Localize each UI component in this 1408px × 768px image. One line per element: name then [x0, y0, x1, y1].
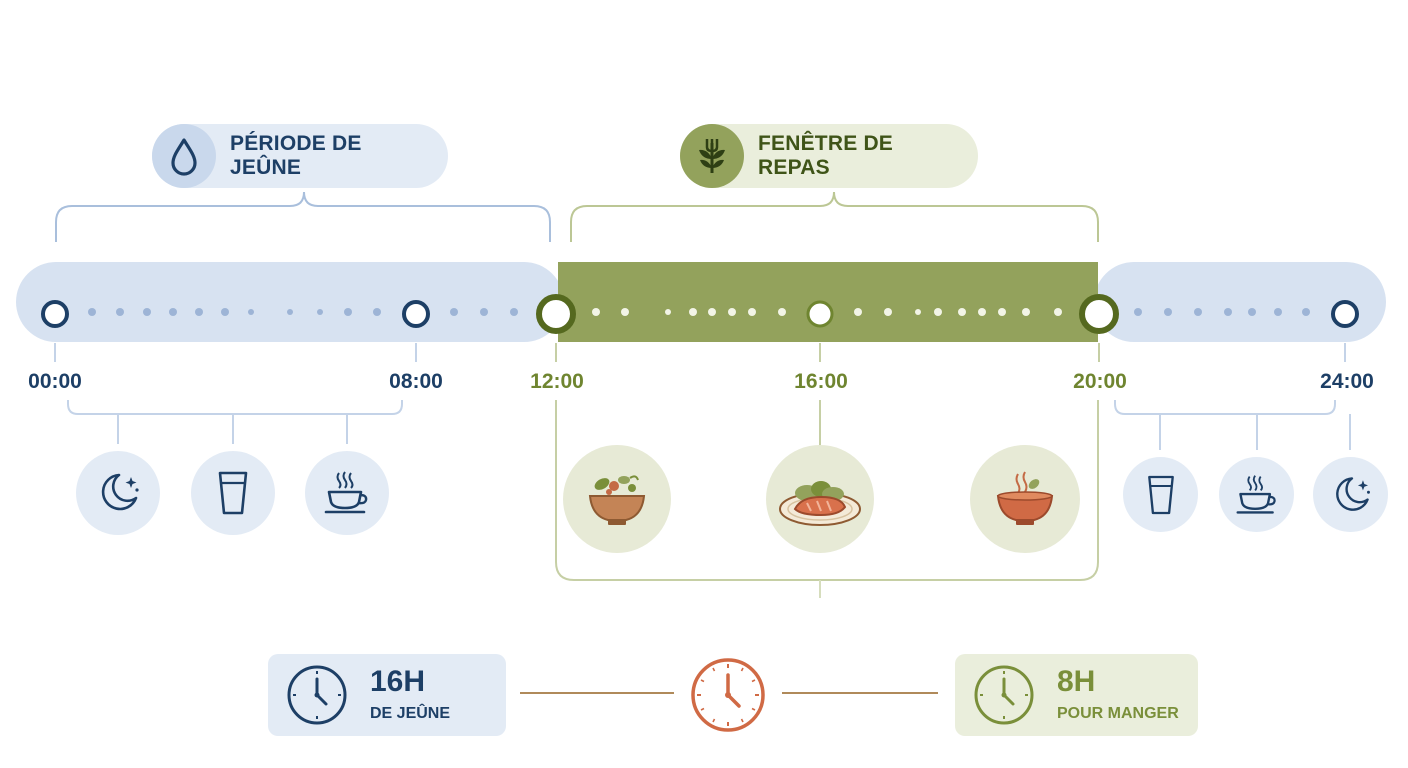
clock-icon — [691, 658, 765, 732]
fasting-summary-card: 16H DE JEÛNE — [268, 654, 506, 736]
node-2400 — [1331, 300, 1359, 328]
eating-summary-card: 8H POUR MANGER — [955, 654, 1198, 736]
clock-icon — [974, 665, 1034, 725]
water-glass-icon — [191, 451, 275, 535]
time-label-2000: 20:00 — [1073, 370, 1127, 393]
fasting-dots-3 — [1134, 308, 1310, 316]
fasting-bar-left — [16, 262, 564, 342]
eating-caption: POUR MANGER — [1057, 705, 1179, 722]
node-1200 — [536, 294, 576, 334]
time-label-1200: 12:00 — [530, 370, 584, 393]
eating-bracket — [570, 191, 1099, 242]
evening-bracket — [1114, 400, 1336, 415]
clock-icon — [287, 665, 347, 725]
water-drop-icon — [152, 124, 216, 188]
moon-stars-icon — [76, 451, 160, 535]
time-label-0800: 08:00 — [389, 370, 443, 393]
eating-bar — [558, 262, 1098, 342]
fasting-period-label: PÉRIODE DE JEÛNE — [230, 132, 362, 179]
time-label-2400: 24:00 — [1320, 370, 1374, 393]
salmon-plate-icon — [766, 445, 874, 553]
moon-stars-icon — [1313, 457, 1388, 532]
fasting-caption: DE JEÛNE — [370, 705, 451, 722]
fasting-dots-1 — [88, 308, 381, 316]
water-glass-icon — [1123, 457, 1198, 532]
coffee-cup-icon — [305, 451, 389, 535]
fasting-bracket — [55, 191, 551, 242]
fasting-hours: 16H — [370, 665, 426, 698]
soup-bowl-icon — [970, 445, 1080, 553]
node-0000 — [41, 300, 69, 328]
fasting-period-pill: PÉRIODE DE JEÛNE — [152, 124, 448, 188]
plant-fork-icon — [680, 124, 744, 188]
fasting-dots-2 — [450, 308, 518, 316]
eating-dots — [592, 308, 1062, 316]
salad-bowl-icon — [563, 445, 671, 553]
time-label-0000: 00:00 — [28, 370, 82, 393]
timeline-bar — [16, 262, 1386, 342]
node-2000 — [1079, 294, 1119, 334]
fasting-bar-right — [1094, 262, 1386, 342]
eating-window-pill: FENÊTRE DE REPAS — [680, 124, 978, 188]
time-label-1600: 16:00 — [794, 370, 848, 393]
coffee-cup-icon — [1219, 457, 1294, 532]
morning-bracket — [67, 400, 403, 415]
meal-box — [555, 400, 1099, 581]
node-0800 — [402, 300, 430, 328]
node-1600 — [806, 300, 834, 328]
eating-hours: 8H — [1057, 665, 1096, 698]
eating-window-label: FENÊTRE DE REPAS — [758, 132, 894, 179]
